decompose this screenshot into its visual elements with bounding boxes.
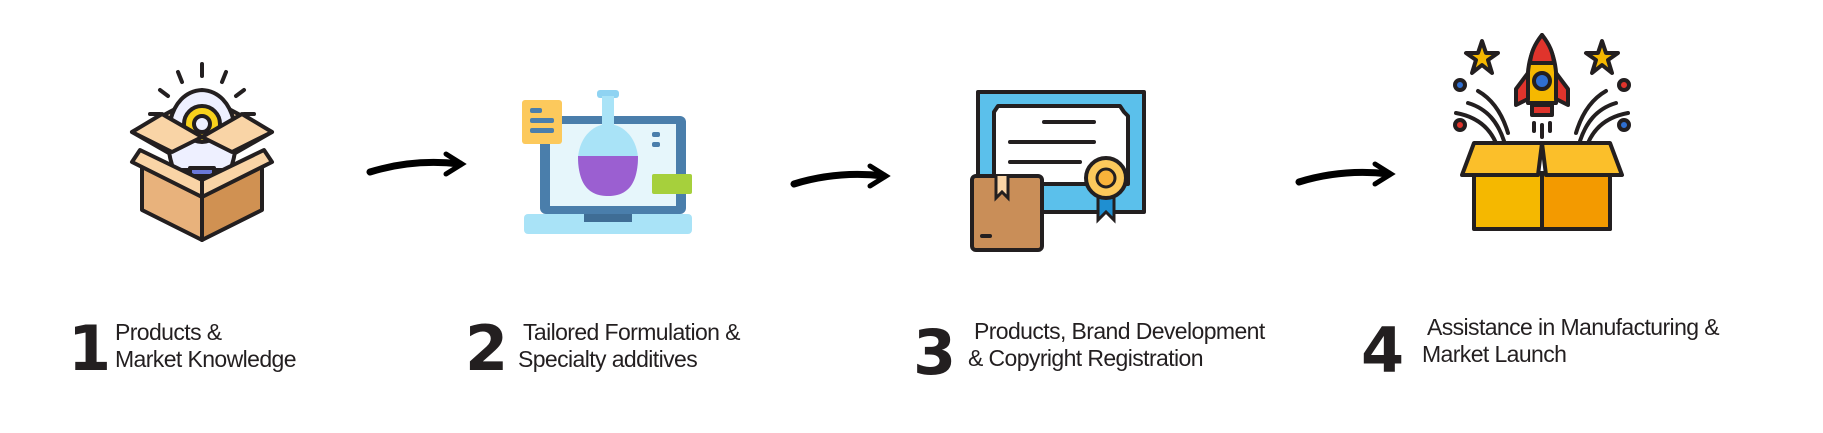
step-number: 1 (68, 312, 112, 385)
step-label: Tailored Formulation & Specialty additiv… (518, 319, 741, 373)
step-label-line1: Assistance in Manufacturing & (1427, 314, 1720, 340)
arrow-right-icon (1295, 161, 1396, 187)
step-label: Assistance in Manufacturing & Market Lau… (1422, 314, 1720, 368)
step-label: Products, Brand Development & Copyright … (968, 318, 1265, 372)
step-number: 4 (1361, 314, 1405, 387)
step-label-line1: Products & (115, 319, 222, 345)
step-label-line2: Specialty additives (518, 346, 698, 372)
arrow-right-icon (790, 163, 891, 189)
certificate-box-icon (970, 90, 1146, 252)
laptop-flask-icon (522, 90, 692, 234)
step-label-line2: Market Launch (1422, 341, 1567, 367)
rocket-box-icon (1453, 33, 1631, 231)
step-label-line2: Market Knowledge (115, 346, 297, 372)
arrow-right-icon (366, 151, 467, 177)
step-label-line2: & Copyright Registration (968, 345, 1203, 371)
step-number: 3 (913, 316, 957, 389)
step-label-line1: Tailored Formulation & (523, 319, 741, 345)
step-label: Products & Market Knowledge (115, 319, 297, 373)
lightbulb-box-icon (130, 62, 274, 242)
step-number: 2 (465, 312, 509, 385)
step-label-line1: Products, Brand Development (974, 318, 1265, 344)
